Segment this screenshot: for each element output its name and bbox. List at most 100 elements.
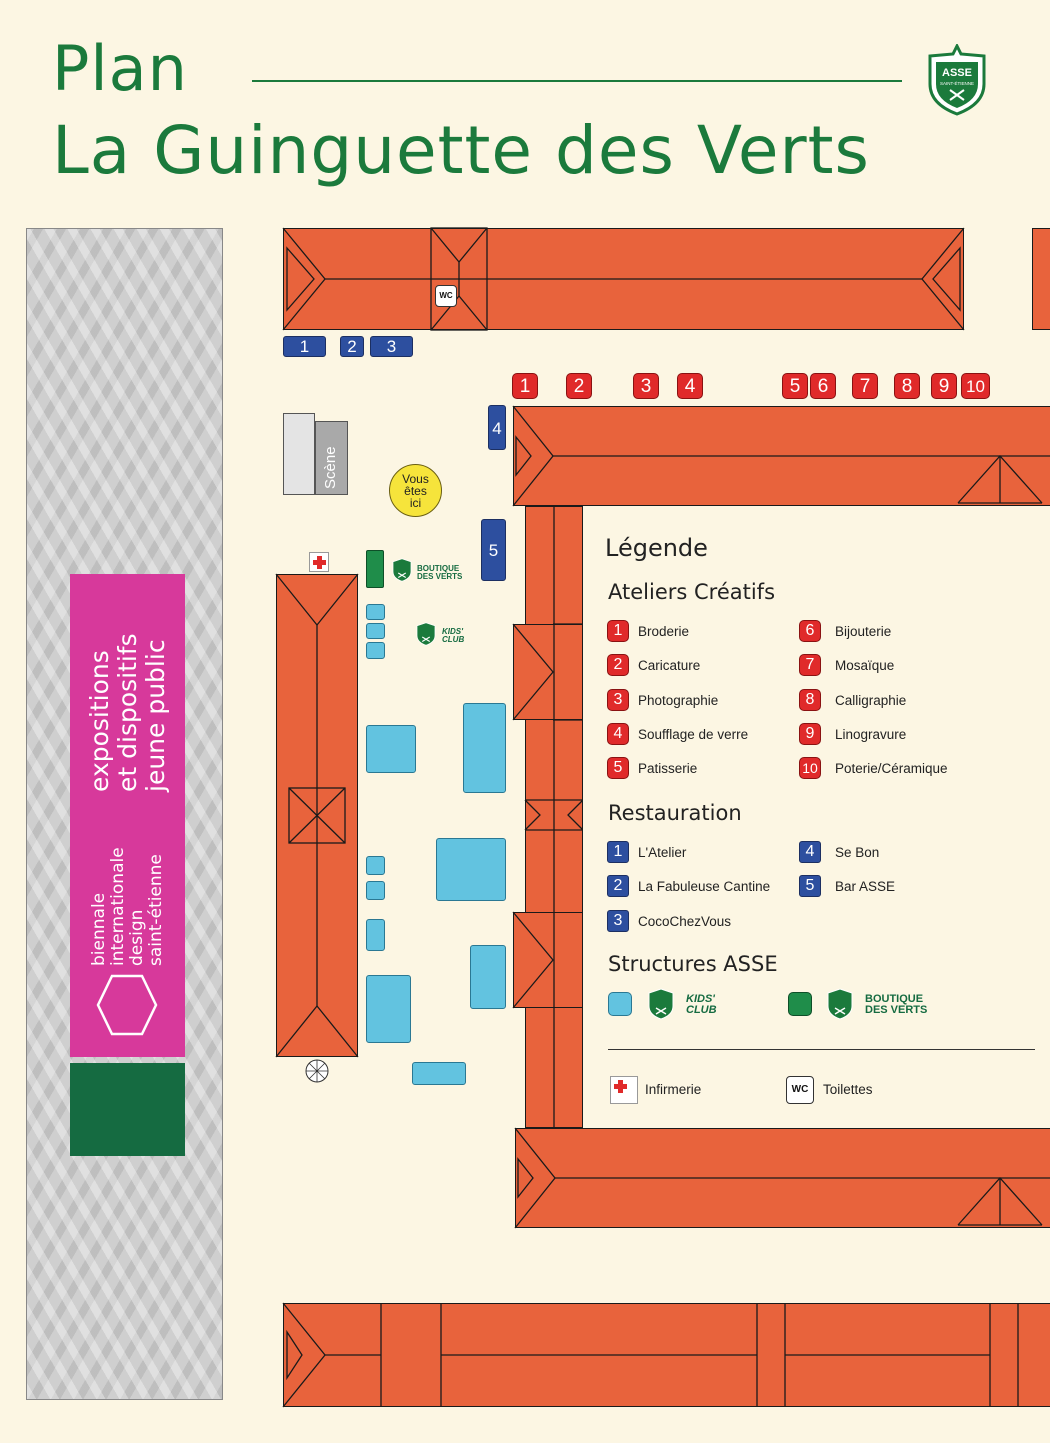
atelier-badge-6[interactable]: 6 [810,373,836,399]
legend-restauration-badge-5: 5 [799,875,821,897]
legend-infirmerie-icon [610,1076,638,1104]
legend-atelier-badge-5: 5 [607,757,629,779]
legend-divider [608,1049,1035,1050]
kids-map-label: KIDS' CLUB [442,627,465,644]
legend-toilettes-label: Toilettes [823,1082,873,1097]
atelier-badge-9[interactable]: 9 [931,373,957,399]
kids-structure[interactable] [366,642,385,659]
legend-restauration-label-2: La Fabuleuse Cantine [638,879,771,894]
legend-ateliers-title: Ateliers Créatifs [608,580,776,604]
legend-wc-icon: WC [786,1076,814,1104]
legend-atelier-label-4: Soufflage de verre [638,727,749,742]
green-block [70,1063,185,1156]
legend-kids-label: KIDS' CLUB [686,993,717,1016]
title-divider [252,80,902,82]
legend-restauration-badge-4: 4 [799,841,821,863]
kids-structure[interactable] [366,725,416,773]
legend-atelier-label-3: Photographie [638,693,719,708]
asse-boutique-logo-icon [392,558,412,582]
legend-restauration-label-3: CocoChezVous [638,914,732,929]
boutique-structure[interactable] [366,550,384,588]
kids-structure[interactable] [366,919,385,951]
legend-atelier-badge-3: 3 [607,689,629,711]
legend-restauration-badge-2: 2 [607,875,629,897]
atelier-badge-4[interactable]: 4 [677,373,703,399]
legend-boutique-label: BOUTIQUE DES VERTS [865,993,928,1016]
legend-atelier-label-2: Caricature [638,658,701,673]
building-top-right [1032,228,1050,330]
legend-boutique-logo-icon [827,988,853,1020]
legend-atelier-label-10: Poterie/Céramique [835,761,948,776]
atelier-badge-1[interactable]: 1 [512,373,538,399]
legend-atelier-badge-10: 10 [799,757,821,779]
legend-atelier-badge-8: 8 [799,689,821,711]
kids-structure[interactable] [436,838,506,901]
atelier-badge-3[interactable]: 3 [633,373,659,399]
legend-boutique-swatch [788,992,812,1016]
legend-panel [583,507,1050,1127]
building-connector-pavilion-2 [513,912,583,1008]
kids-structure[interactable] [366,881,385,900]
building-left [276,574,358,1057]
legend-restauration-label-5: Bar ASSE [835,879,896,894]
kids-structure[interactable] [366,604,385,620]
logo-text: ASSE [942,67,972,79]
building-bottom [515,1128,1050,1228]
legend-atelier-badge-1: 1 [607,620,629,642]
legend-atelier-badge-7: 7 [799,654,821,676]
boutique-map-label: BOUTIQUE DES VERTS [417,564,463,581]
legend-atelier-label-5: Patisserie [638,761,698,776]
restauration-badge-3[interactable]: 3 [370,336,413,357]
legend-kids-swatch [608,992,632,1016]
restauration-badge-2[interactable]: 2 [340,336,364,357]
kids-structure[interactable] [470,945,506,1009]
legend-kids-logo-icon [648,988,674,1020]
legend-restauration-label-1: L'Atelier [638,845,687,860]
legend-atelier-badge-2: 2 [607,654,629,676]
legend-atelier-badge-6: 6 [799,620,821,642]
building-middle-top [513,406,1050,506]
building-connector [525,506,583,1128]
legend-atelier-label-6: Bijouterie [835,624,892,639]
restauration-badge-5[interactable]: 5 [481,519,506,581]
building-connector-pavilion-1 [513,624,583,720]
legend-atelier-badge-9: 9 [799,723,821,745]
atelier-badge-10[interactable]: 10 [961,373,990,399]
legend-atelier-label-9: Linogravure [835,727,907,742]
page-title-line1: Plan [52,32,188,105]
you-are-here-marker: Vous êtes ici [389,464,442,517]
stage[interactable] [315,421,348,495]
parasol-icon [305,1059,329,1083]
legend-restauration-title: Restauration [608,801,742,825]
kids-structure[interactable] [463,703,506,793]
logo-subtext: SAINT-ÉTIENNE [940,80,974,86]
hexagon-logo-icon [96,974,158,1036]
kids-structure[interactable] [366,856,385,875]
legend-title: Légende [605,534,708,562]
restauration-badge-4[interactable]: 4 [488,405,506,450]
legend-restauration-badge-3: 3 [607,910,629,932]
kids-structure[interactable] [366,975,411,1043]
legend-structures-title: Structures ASSE [608,952,778,976]
legend-atelier-label-7: Mosaïque [835,658,895,673]
page-title-line2: La Guinguette des Verts [52,112,870,189]
atelier-badge-2[interactable]: 2 [566,373,592,399]
biennale-text: biennale internationale design saint-éti… [89,847,166,966]
infirmerie-map-icon[interactable] [309,552,329,572]
legend-restauration-badge-1: 1 [607,841,629,863]
building-very-bottom [283,1303,1050,1407]
kids-structure[interactable] [366,623,385,639]
legend-infirmerie-label: Infirmerie [645,1082,702,1097]
wc-icon: WC [435,285,457,307]
restauration-badge-1[interactable]: 1 [283,336,326,357]
legend-atelier-label-8: Calligraphie [835,693,907,708]
legend-atelier-badge-4: 4 [607,723,629,745]
atelier-badge-5[interactable]: 5 [782,373,808,399]
stage-front [283,413,315,495]
kids-structure[interactable] [412,1062,466,1085]
atelier-badge-8[interactable]: 8 [894,373,920,399]
building-top [283,228,964,330]
legend-restauration-label-4: Se Bon [835,845,880,860]
atelier-badge-7[interactable]: 7 [852,373,878,399]
stage-label: Scène [322,446,339,489]
